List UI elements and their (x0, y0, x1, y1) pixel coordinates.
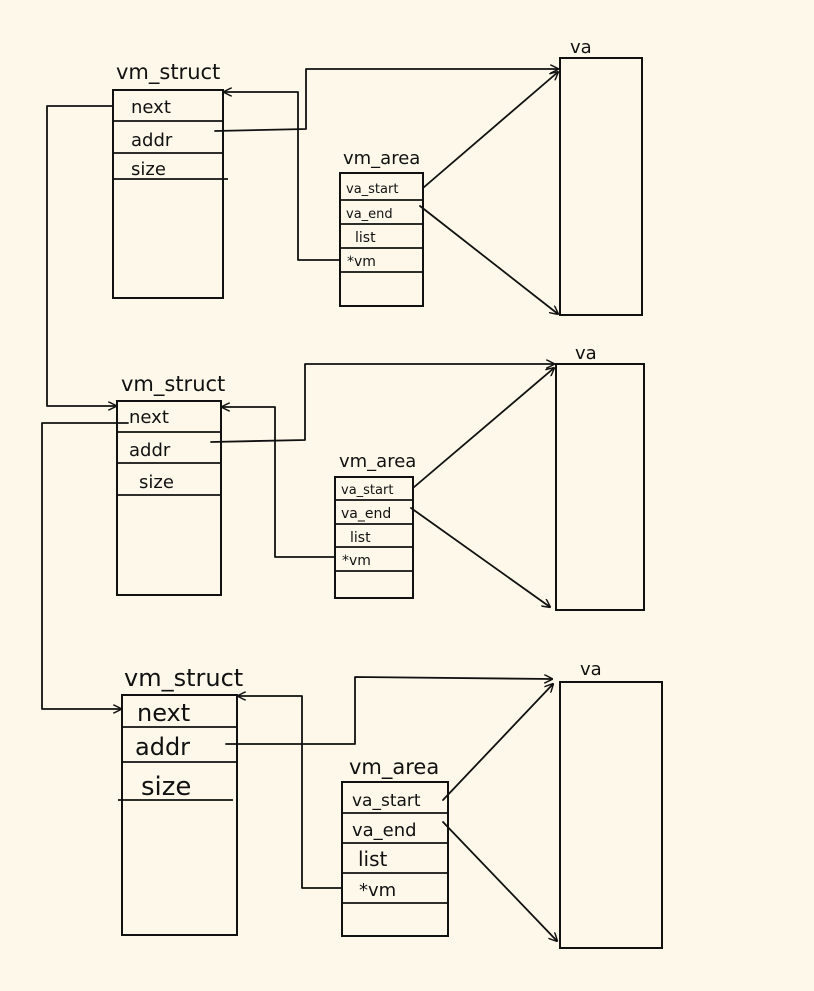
vm-area-2-box (334, 476, 414, 599)
group-1: vm_struct next addr size vm_area va_star… (112, 37, 643, 316)
vm-struct-1-field-addr: addr (131, 130, 173, 151)
vm-struct-2-field-size: size (139, 472, 174, 493)
group-2: vm_struct next addr size vm_area va_star… (116, 343, 645, 611)
vm-struct-3-field-next: next (137, 699, 190, 727)
vm-area-2-field-list: list (350, 530, 371, 546)
connector-addr-to-va (210, 364, 555, 443)
vm-area-2-field-va-end: va_end (341, 506, 391, 522)
connector-addr-to-va (214, 69, 559, 132)
vm-area-1-field-va-end: va_end (346, 207, 393, 222)
connector-vm-to-next (221, 407, 336, 558)
va-region-1: va (559, 37, 643, 316)
va-region-3-title: va (580, 659, 602, 680)
vm-struct-1-field-size: size (131, 159, 166, 180)
vm-struct-2: vm_struct next addr size (116, 372, 225, 596)
va-region-2: va (555, 343, 645, 611)
vm-area-1-field-list: list (355, 230, 376, 246)
vm-area-3-title: vm_area (349, 755, 439, 780)
connector-va-end-to-va (419, 205, 558, 314)
connector-va-end-to-va (410, 507, 550, 607)
vm-struct-3: vm_struct next addr size (118, 664, 243, 936)
vm-area-2-field-vm: *vm (342, 553, 371, 569)
vm-struct-1-box (112, 89, 224, 299)
va-region-3-box (559, 681, 663, 949)
group-2-connectors (210, 364, 555, 607)
connector-addr-to-va (225, 677, 552, 745)
vm-struct-2-field-next: next (129, 407, 169, 428)
connector-va-end-to-va (442, 821, 557, 941)
va-region-3: va (559, 659, 663, 949)
vm-area-3-field-va-end: va_end (352, 820, 417, 841)
vm-struct-2-title: vm_struct (121, 372, 225, 397)
connector-vm-to-next (223, 92, 341, 261)
connector-vm-to-next (237, 696, 343, 889)
vm-area-3-field-vm: *vm (359, 880, 396, 901)
vm-area-3-field-va-start: va_start (352, 791, 421, 811)
group-3: vm_struct next addr size vm_area va_star… (118, 659, 663, 949)
vm-area-1-field-va-start: va_start (346, 182, 398, 197)
va-region-2-box (555, 363, 645, 611)
vm-struct-1-field-next: next (131, 97, 171, 118)
vm-area-3: vm_area va_start va_end list *vm (341, 755, 449, 937)
vm-area-1: vm_area va_start va_end list *vm (339, 148, 424, 307)
vm-area-2-title: vm_area (339, 451, 416, 472)
vm-struct-3-title: vm_struct (124, 664, 243, 692)
vm-struct-2-field-addr: addr (129, 440, 171, 461)
vm-struct-1: vm_struct next addr size (112, 60, 228, 299)
vm-area-3-field-list: list (358, 847, 388, 871)
vm-struct-3-field-size: size (141, 772, 191, 802)
connector-va-start-to-va (442, 684, 553, 801)
group-3-connectors (225, 677, 557, 941)
vm-struct-3-field-addr: addr (135, 733, 190, 761)
connector-next-1-to-struct-2 (46, 105, 117, 406)
vm-struct-2-box (116, 400, 222, 596)
vm-area-1-title: vm_area (343, 148, 420, 169)
connector-va-start-to-va (412, 368, 554, 489)
vm-area-2-field-va-start: va_start (341, 483, 393, 498)
group-1-connectors (214, 69, 559, 314)
next-chain (41, 105, 129, 709)
va-region-1-box (559, 57, 643, 316)
va-region-1-title: va (570, 37, 592, 58)
connector-next-2-to-struct-3 (41, 422, 129, 709)
vm-struct-1-title: vm_struct (116, 60, 220, 85)
vm-area-1-field-vm: *vm (347, 254, 376, 270)
va-region-2-title: va (575, 343, 597, 364)
vm-area-3-box (341, 781, 449, 937)
vm-area-1-box (339, 172, 424, 307)
connector-va-start-to-va (422, 72, 558, 189)
vm-struct-3-box (121, 694, 238, 936)
vm-area-2: vm_area va_start va_end list *vm (334, 451, 416, 599)
